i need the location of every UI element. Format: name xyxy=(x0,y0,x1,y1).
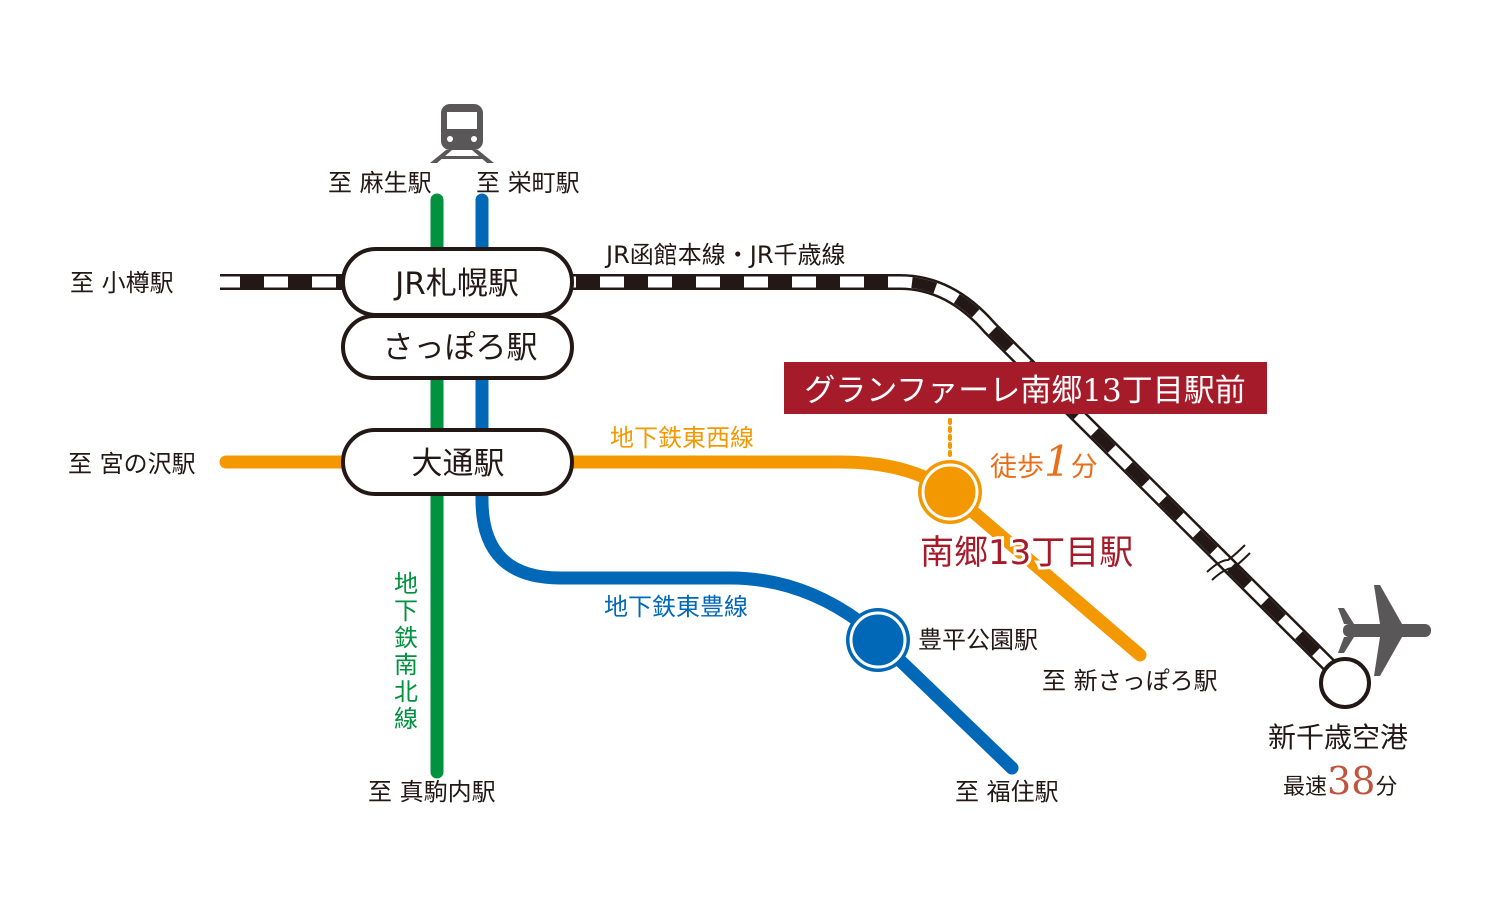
direction-otaru: 至 小樽駅 xyxy=(70,269,174,297)
toyohira-koen-station-marker[interactable] xyxy=(846,608,910,672)
station-label: 大通駅 xyxy=(412,446,505,482)
svg-text:南: 南 xyxy=(394,651,418,679)
nango13-station-label: 南郷13丁目駅 xyxy=(920,533,1133,573)
station-sapporo[interactable]: さっぽろ駅 xyxy=(341,314,574,380)
svg-text:鉄: 鉄 xyxy=(394,624,418,652)
station-jr-sapporo[interactable]: JR札幌駅 xyxy=(341,247,574,317)
svg-text:北: 北 xyxy=(394,678,418,706)
walk-time: 徒歩1分 xyxy=(990,437,1098,486)
direction-fukuzumi: 至 福住駅 xyxy=(955,778,1059,806)
direction-asabu: 至 麻生駅 xyxy=(328,169,432,197)
new-chitose-label: 新千歳空港 xyxy=(1268,721,1408,754)
property-banner: グランファーレ南郷13丁目駅前 xyxy=(784,362,1267,414)
airport-time: 最速38分 xyxy=(1283,759,1397,803)
line-break-icon xyxy=(1206,544,1251,581)
airplane-icon xyxy=(1338,585,1431,676)
property-name: グランファーレ南郷13丁目駅前 xyxy=(804,373,1246,409)
direction-shin-sapporo: 至 新さっぽろ駅 xyxy=(1042,667,1218,695)
direction-miyanosawa: 至 宮の沢駅 xyxy=(68,450,196,478)
jr-line xyxy=(220,274,1338,674)
station-label: さっぽろ駅 xyxy=(383,330,538,366)
nango13-station-marker[interactable] xyxy=(918,460,982,524)
station-label: JR札幌駅 xyxy=(393,266,519,302)
toho-line xyxy=(475,193,1019,775)
toho-line-label: 地下鉄東豊線 xyxy=(604,593,748,621)
airport-station-marker xyxy=(1319,657,1371,709)
namboku-line-label: 地 下 鉄 南 北 線 xyxy=(394,570,418,733)
station-odori[interactable]: 大通駅 xyxy=(341,428,574,496)
svg-text:地: 地 xyxy=(394,570,418,598)
svg-text:下: 下 xyxy=(394,597,418,625)
toyohira-koen-label: 豊平公園駅 xyxy=(918,626,1038,654)
svg-text:線: 線 xyxy=(394,705,418,733)
tozai-line-label: 地下鉄東西線 xyxy=(610,424,754,452)
jr-line-label: JR函館本線・JR千歳線 xyxy=(604,241,846,269)
train-icon xyxy=(430,104,494,163)
direction-sakaemachi: 至 栄町駅 xyxy=(476,169,580,197)
direction-makomanai: 至 真駒内駅 xyxy=(368,778,496,806)
